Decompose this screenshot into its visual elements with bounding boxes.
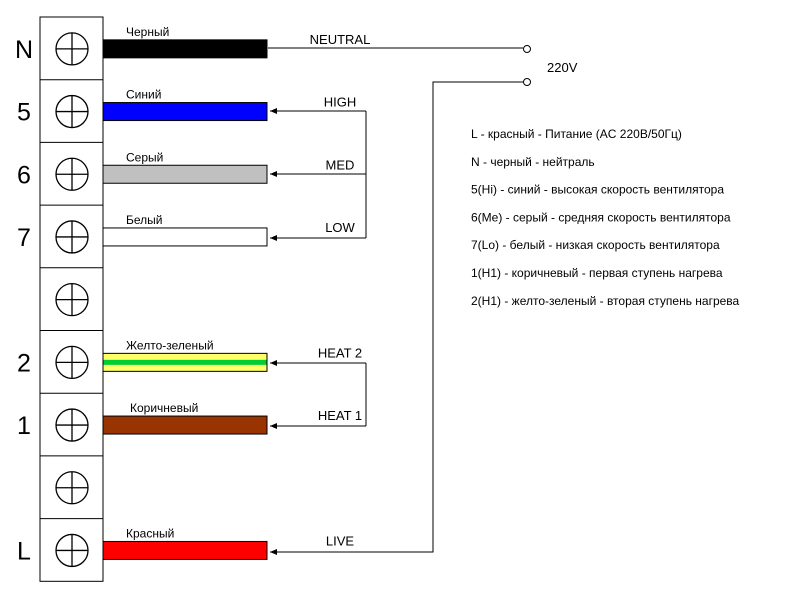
wire-7 — [102, 227, 268, 247]
signal-label-N: NEUTRAL — [310, 32, 371, 47]
wire-6 — [102, 164, 268, 184]
legend-line: L - красный - Питание (AC 220В/50Гц) — [471, 127, 682, 141]
terminal-block: N 5 6 7 2 1L — [15, 16, 104, 582]
signal-label-6: MED — [326, 157, 355, 172]
terminal-label-6: 6 — [17, 161, 31, 189]
legend-line: N - черный - нейтраль — [471, 155, 595, 169]
signal-label-5: HIGH — [324, 95, 357, 110]
signal-label-2: HEAT 2 — [318, 345, 362, 360]
wire-name-5: Синий — [126, 88, 161, 102]
wire-L — [102, 540, 268, 560]
legend-line: 6(Me) - серый - средняя скорость вентиля… — [471, 210, 731, 224]
legend: L - красный - Питание (AC 220В/50Гц) N - … — [471, 127, 740, 308]
live-line — [270, 81, 523, 555]
supply-contact-neutral — [523, 45, 531, 53]
terminal-label-7: 7 — [17, 224, 31, 252]
legend-line: 5(Hi) - синий - высокая скорость вентиля… — [471, 183, 724, 197]
legend-line: 2(H1) - желто-зеленый - вторая ступень н… — [471, 294, 740, 308]
terminal-label-1: 1 — [17, 412, 31, 440]
connections: 220V — [268, 45, 578, 555]
wire-name-7: Белый — [126, 213, 162, 227]
terminal-label-N: N — [15, 36, 33, 64]
legend-line: 1(H1) - коричневый - первая ступень нагр… — [471, 266, 723, 280]
terminal-label-5: 5 — [17, 99, 31, 127]
signal-label-7: LOW — [325, 220, 355, 235]
legend-line: 7(Lo) - белый - низкая скорость вентилят… — [471, 238, 720, 252]
terminal-label-2: 2 — [17, 349, 31, 377]
wire-N — [102, 39, 268, 59]
wire-name-2: Желто-зеленый — [126, 338, 214, 352]
signal-label-1: HEAT 1 — [318, 408, 362, 423]
wire-1 — [102, 415, 268, 435]
wire-name-N: Черный — [126, 25, 169, 39]
terminal-label-L: L — [17, 537, 31, 565]
supply-voltage-label: 220V — [547, 60, 578, 75]
signal-label-L: LIVE — [326, 533, 355, 548]
wire-stripe-2 — [103, 359, 267, 365]
wire-name-L: Красный — [126, 526, 174, 540]
supply-contact-live — [523, 78, 531, 86]
wire-name-1: Коричневый — [130, 401, 198, 415]
wire-name-6: Серый — [126, 150, 163, 164]
wire-5 — [102, 102, 268, 122]
